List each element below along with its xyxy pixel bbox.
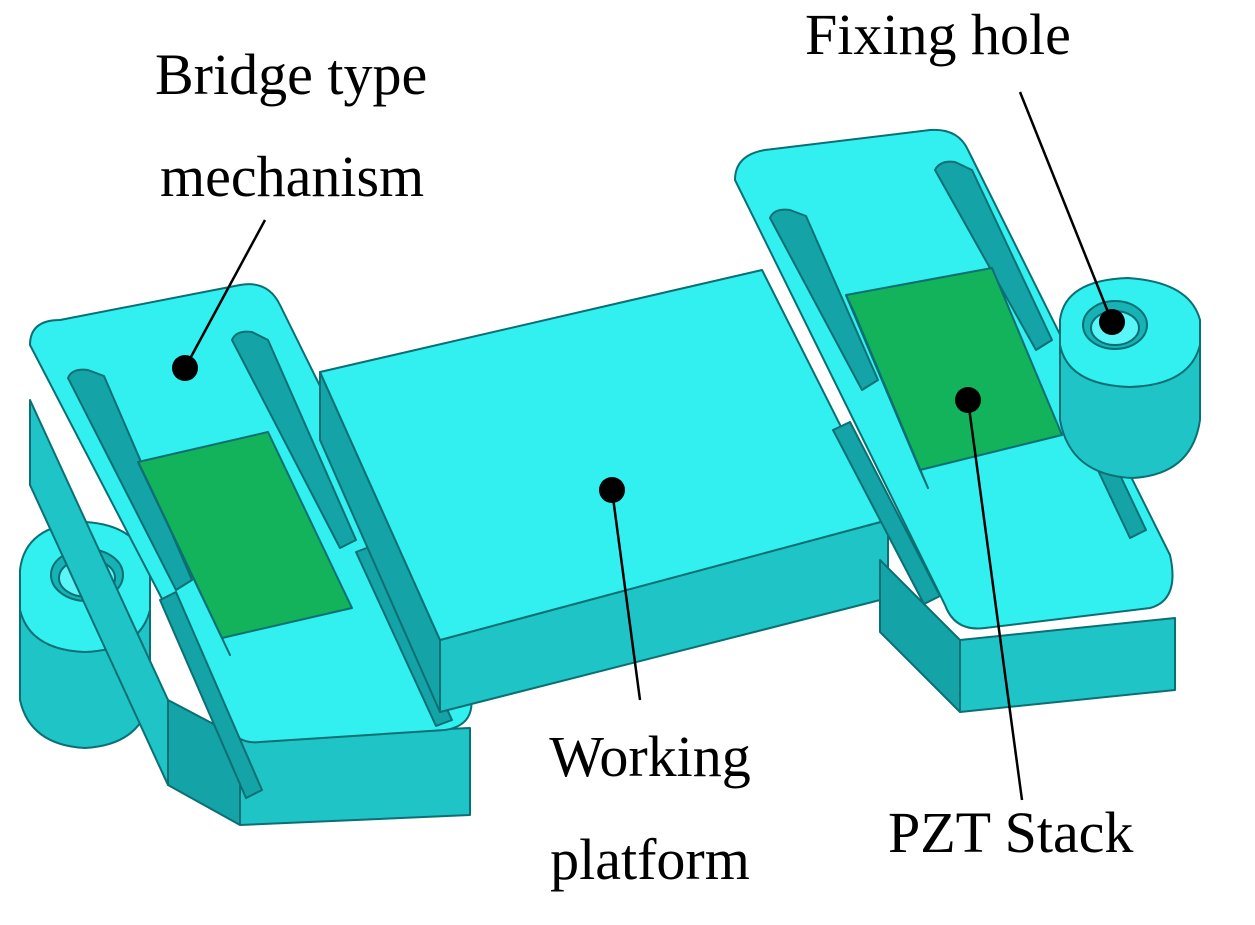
leader-fixing-hole	[1018, 91, 1114, 323]
label-fixing-hole: Fixing hole	[805, 2, 1071, 67]
left-bridge-block	[29, 283, 473, 826]
leader-bridge	[183, 219, 267, 369]
marker-dot-bridge	[172, 355, 198, 381]
leader-working-platform	[610, 489, 642, 701]
right-mounting-ear	[1059, 277, 1201, 479]
marker-dot-working-platform	[599, 477, 625, 503]
label-working-line1: Working	[549, 724, 751, 789]
marker-dot-pzt-stack	[955, 387, 981, 413]
label-bridge-type-line2: mechanism	[160, 144, 425, 209]
label-working-line2: platform	[550, 827, 750, 892]
right-bridge-block	[734, 128, 1176, 713]
leader-pzt-stack	[966, 399, 1024, 801]
label-pzt-stack: PZT Stack	[888, 800, 1134, 865]
label-bridge-type-line1: Bridge type	[155, 42, 428, 107]
marker-dot-fixing-hole	[1099, 309, 1125, 335]
